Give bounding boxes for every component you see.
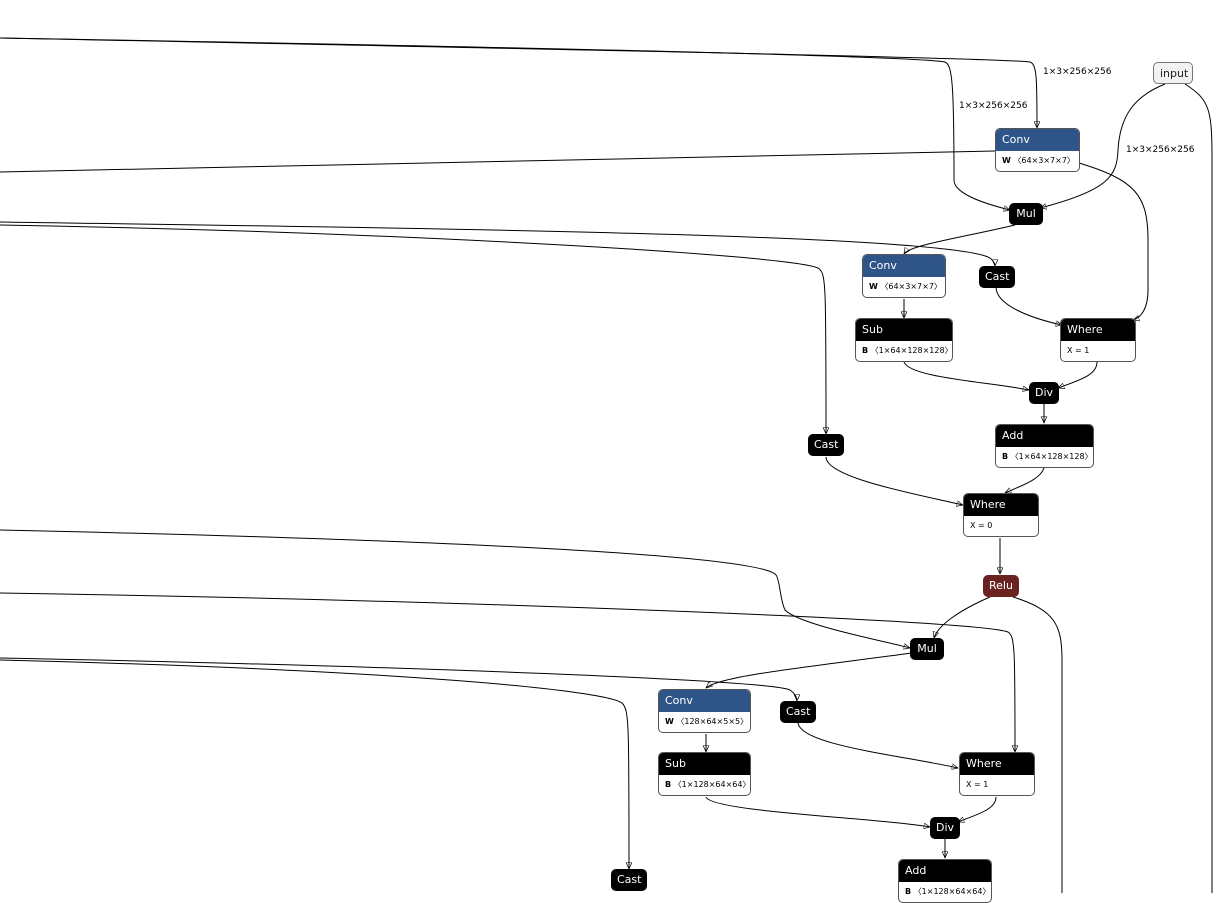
cast-node[interactable]: Cast [979, 266, 1015, 288]
edge [903, 361, 1029, 390]
edge [995, 286, 1062, 325]
conv-node[interactable]: Conv W 〈64×3×7×7〉 [862, 254, 946, 298]
edge [0, 592, 1015, 752]
edge-label: 1×3×256×256 [1043, 67, 1112, 77]
edge [904, 224, 1016, 254]
node-attribute: B 〈1×128×64×64〉 [905, 887, 991, 896]
sub-node[interactable]: Sub B 〈1×64×128×128〉 [855, 318, 953, 362]
edge [825, 456, 963, 505]
div-node[interactable]: Div [1029, 382, 1059, 404]
edge [1184, 83, 1213, 893]
sub-node[interactable]: Sub B 〈1×128×64×64〉 [658, 752, 751, 796]
conv-node[interactable]: Conv W 〈64×3×7×7〉 [995, 128, 1080, 172]
edge [0, 659, 629, 869]
edge [0, 150, 996, 173]
edge [1005, 467, 1045, 494]
edge [0, 37, 1010, 210]
node-op-label: Where [1061, 319, 1135, 341]
edge [934, 596, 991, 638]
where-node[interactable]: Where X = 1 [959, 752, 1035, 796]
node-op-label: Conv [863, 255, 945, 277]
node-op-label: Sub [659, 753, 750, 775]
cast-node[interactable]: Cast [611, 869, 647, 891]
where-node[interactable]: Where X = 1 [1060, 318, 1136, 362]
edge [706, 652, 913, 688]
edge-label: 1×3×256×256 [1126, 145, 1195, 155]
node-attribute: X = 0 [970, 521, 993, 530]
mul-node[interactable]: Mul [1009, 203, 1043, 225]
node-attribute: W 〈64×3×7×7〉 [1002, 156, 1075, 165]
node-op-label: Add [899, 860, 991, 882]
edge [1040, 83, 1166, 208]
edge [0, 529, 910, 648]
conv-node[interactable]: Conv W 〈128×64×5×5〉 [658, 689, 751, 733]
edge [0, 221, 995, 266]
edge [958, 796, 997, 822]
node-attribute: W 〈128×64×5×5〉 [665, 717, 749, 726]
edge [0, 657, 797, 701]
mul-node[interactable]: Mul [910, 638, 944, 660]
cast-node[interactable]: Cast [808, 434, 844, 456]
node-attribute: B 〈1×64×128×128〉 [862, 346, 953, 355]
cast-node[interactable]: Cast [780, 701, 816, 723]
relu-node[interactable]: Relu [983, 575, 1019, 597]
edge [1078, 162, 1149, 320]
edge [797, 721, 958, 768]
node-attribute: X = 1 [966, 780, 989, 789]
node-attribute: X = 1 [1067, 346, 1090, 355]
add-node[interactable]: Add B 〈1×128×64×64〉 [898, 859, 992, 903]
node-attribute: B 〈1×128×64×64〉 [665, 780, 751, 789]
edge [1012, 596, 1063, 893]
edge-label: 1×3×256×256 [959, 101, 1028, 111]
node-attribute: W 〈64×3×7×7〉 [869, 282, 942, 291]
node-op-label: Where [964, 494, 1038, 516]
node-op-label: Add [996, 425, 1093, 447]
edge [0, 37, 1037, 128]
add-node[interactable]: Add B 〈1×64×128×128〉 [995, 424, 1094, 468]
div-node[interactable]: Div [930, 817, 960, 839]
node-op-label: Conv [996, 129, 1079, 151]
node-op-label: Sub [856, 319, 952, 341]
node-op-label: Where [960, 753, 1034, 775]
edge [0, 224, 826, 434]
node-attribute: B 〈1×64×128×128〉 [1002, 452, 1093, 461]
edge [705, 796, 930, 827]
node-op-label: Conv [659, 690, 750, 712]
graph-input-node[interactable]: input [1153, 62, 1193, 84]
edge [1058, 361, 1098, 388]
where-node[interactable]: Where X = 0 [963, 493, 1039, 537]
